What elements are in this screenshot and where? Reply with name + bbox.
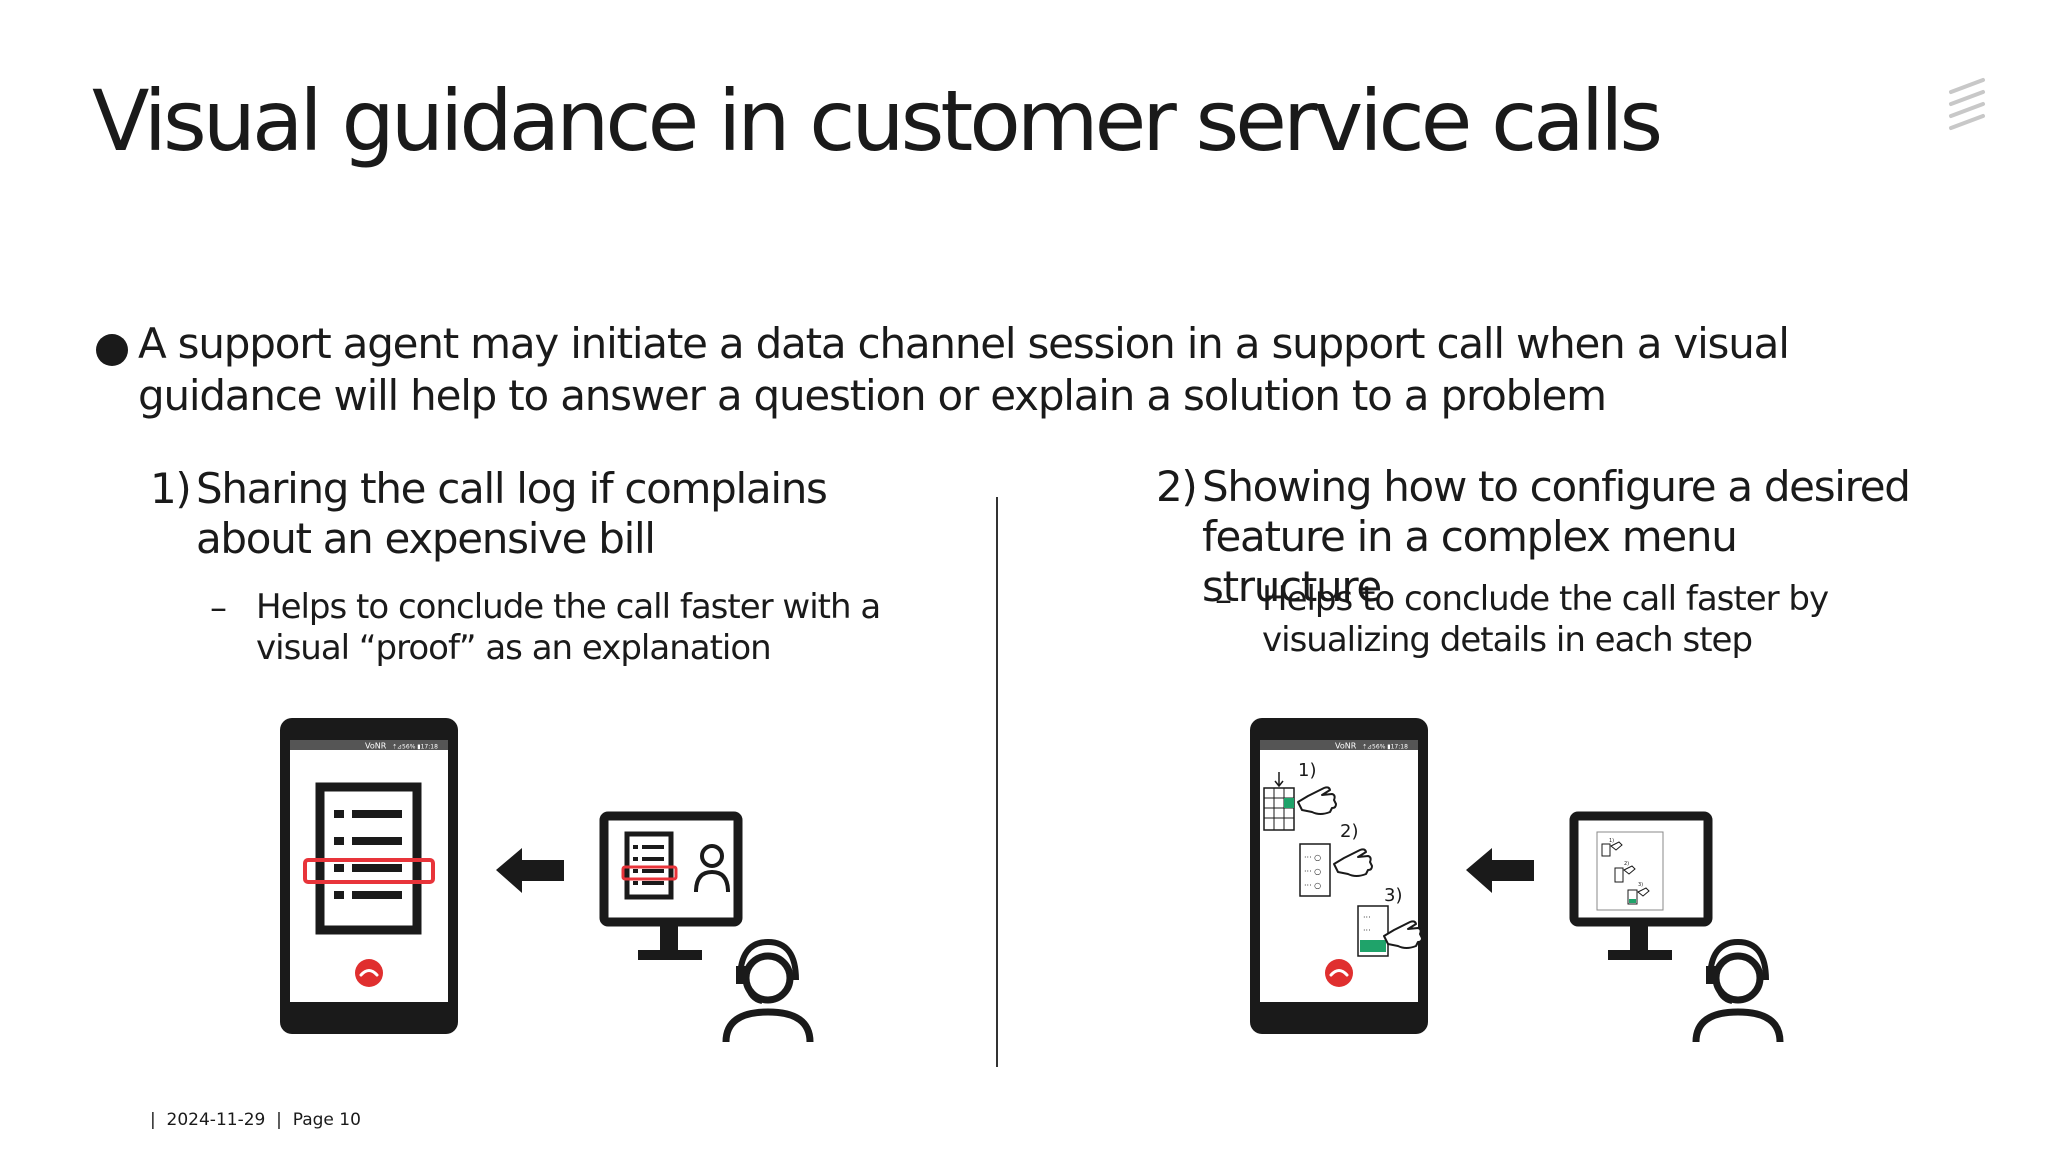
bullet-dot <box>96 334 128 366</box>
list-menu-icon: ··· ○ ··· ○ ··· ○ <box>1299 843 1331 897</box>
mini-step-2-label: 2) <box>1624 861 1629 867</box>
left-heading-number: 1) <box>150 464 192 513</box>
left-heading-text: Sharing the call log if complains about … <box>196 464 828 563</box>
phone-illustration: VoNR ⇡⊿56% ▮17:18 <box>280 718 458 1034</box>
right-heading: 2) Showing how to configure a desired fe… <box>1156 462 1916 612</box>
phone-status-network: VoNR <box>1335 742 1357 751</box>
mini-step-1-label: 1) <box>1609 838 1614 844</box>
footer-date: 2024-11-29 <box>166 1110 266 1130</box>
headset-agent-icon <box>722 938 814 1043</box>
right-illustration: VoNR ⇡⊿56% ▮17:18 1) 2) ··· ○ ··· ○ ··· … <box>1250 718 1784 1043</box>
end-call-icon <box>355 959 383 987</box>
end-call-icon <box>1325 959 1353 987</box>
left-sub-text: Helps to conclude the call faster with a… <box>256 587 881 668</box>
step-1-label: 1) <box>1298 760 1316 781</box>
headset-agent-icon <box>1692 938 1784 1043</box>
arrow-left-icon <box>1466 848 1534 893</box>
slide-title: Visual guidance in customer service call… <box>92 72 1663 170</box>
left-sub-dash: – <box>210 588 227 628</box>
right-heading-text: Showing how to configure a desired featu… <box>1202 462 1911 611</box>
setting-menu-icon: ··· ··· <box>1357 905 1389 957</box>
arrow-left-icon <box>496 848 564 893</box>
main-bullet-text: A support agent may initiate a data chan… <box>138 319 1790 420</box>
ericsson-logo-icon <box>1949 78 1985 130</box>
monitor-icon: 1) 2) 3) <box>1569 811 1713 960</box>
phone-status-right: ⇡⊿56% ▮17:18 <box>392 744 438 751</box>
svg-text:···: ··· <box>1363 913 1371 922</box>
footer-page: Page 10 <box>292 1110 361 1130</box>
step-2-label: 2) <box>1340 821 1358 842</box>
right-sub-dash: – <box>1215 580 1232 620</box>
right-sub-text: Helps to conclude the call faster by vis… <box>1262 579 1829 660</box>
footer-separator: | <box>150 1110 156 1130</box>
mini-step-3-label: 3) <box>1638 882 1643 888</box>
pointing-hand-icon <box>1333 848 1373 877</box>
phone-status-network: VoNR <box>365 742 387 751</box>
pointing-hand-icon <box>1383 920 1423 949</box>
svg-text:···: ··· <box>1363 926 1371 935</box>
highlight-frame <box>303 858 435 884</box>
grid-menu-icon <box>1263 772 1295 831</box>
slide-footer: | 2024-11-29 | Page 10 <box>150 1110 361 1130</box>
footer-separator: | <box>276 1110 282 1130</box>
phone-illustration: VoNR ⇡⊿56% ▮17:18 1) 2) ··· ○ ··· ○ ··· … <box>1250 718 1428 1034</box>
svg-text:··· ○: ··· ○ <box>1304 867 1321 876</box>
svg-text:··· ○: ··· ○ <box>1304 853 1321 862</box>
pointing-hand-icon <box>1297 786 1337 815</box>
column-divider <box>996 497 998 1067</box>
left-illustration: VoNR ⇡⊿56% ▮17:18 <box>280 718 814 1043</box>
monitor-icon <box>599 811 743 960</box>
step-3-label: 3) <box>1384 885 1402 906</box>
left-heading: 1) Sharing the call log if complains abo… <box>150 464 870 564</box>
phone-status-right: ⇡⊿56% ▮17:18 <box>1362 744 1408 751</box>
right-heading-number: 2) <box>1156 462 1198 511</box>
svg-text:··· ○: ··· ○ <box>1304 881 1321 890</box>
